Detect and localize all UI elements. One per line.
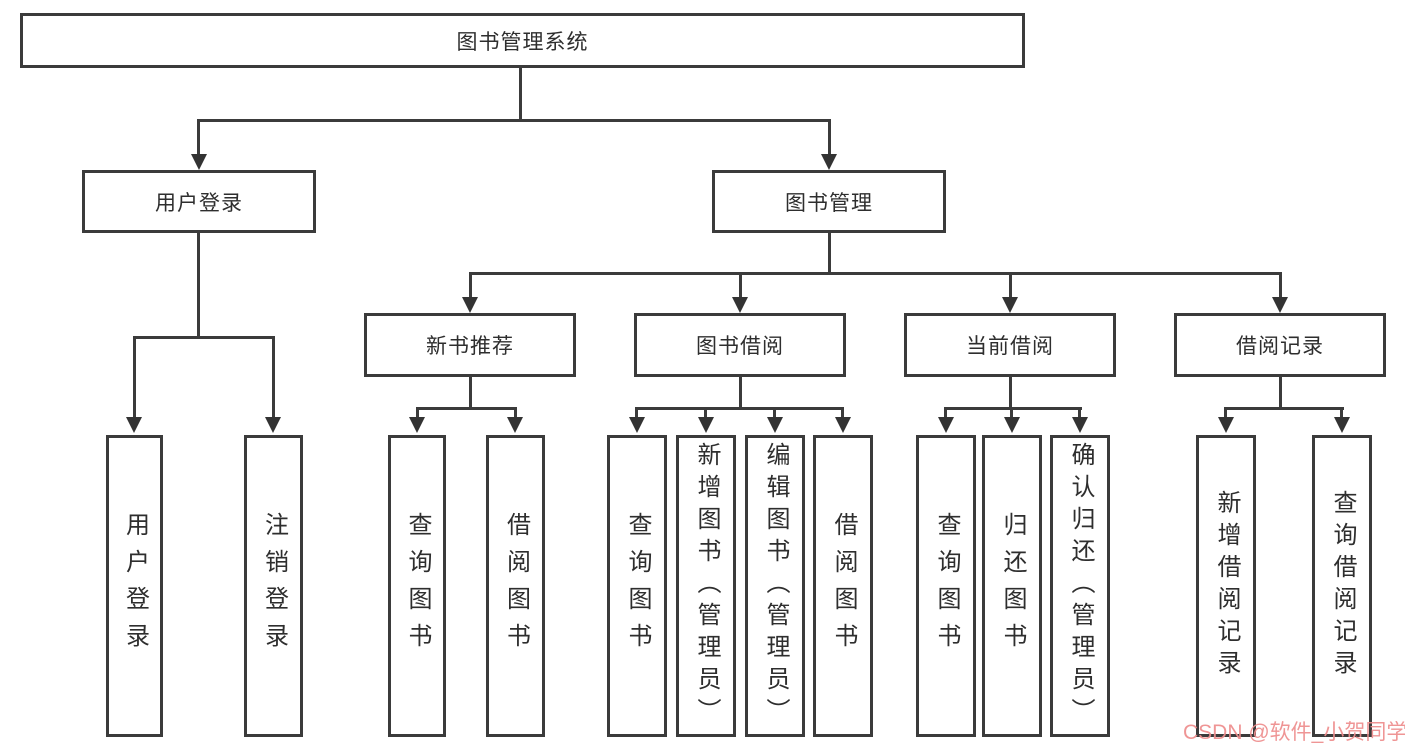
connector-shaft-query-books-recommend: [416, 407, 419, 418]
leaf-return-books: 归还图书: [982, 435, 1042, 737]
leaf-query-books-borrow-label: 查询图书: [624, 512, 651, 660]
arrowhead-user-login: [191, 154, 207, 170]
connector-book-borrow-stem: [739, 377, 742, 410]
node-user-login: 用户登录: [82, 170, 316, 233]
leaf-query-books-recommend: 查询图书: [388, 435, 446, 737]
arrowhead-add-borrow-record: [1218, 417, 1234, 433]
arrowhead-confirm-return-admin: [1072, 417, 1088, 433]
connector-book-management-stem: [828, 233, 831, 275]
node-root: 图书管理系统: [20, 13, 1025, 68]
leaf-logout: 注销登录: [244, 435, 303, 737]
leaf-edit-book-admin: 编辑图书（管理员）: [745, 435, 805, 737]
arrowhead-new-book-recommend: [462, 297, 478, 313]
connector-shaft-add-book-admin: [704, 407, 707, 418]
arrowhead-leaf-logout: [265, 417, 281, 433]
leaf-edit-book-admin-label: 编辑图书（管理员）: [762, 442, 789, 730]
arrowhead-current-borrow: [1002, 297, 1018, 313]
leaf-query-books-recommend-label: 查询图书: [404, 512, 431, 660]
connector-shaft-query-borrow-record: [1340, 407, 1343, 418]
connector-shaft-edit-book-admin: [773, 407, 776, 418]
connector-root-stem: [519, 68, 522, 120]
node-book-borrow-label: 图书借阅: [696, 335, 784, 358]
connector-shaft-borrow-books-borrow: [841, 407, 844, 418]
connector-shaft-borrow-records: [1279, 272, 1282, 298]
node-book-management-label: 图书管理: [785, 191, 873, 215]
arrowhead-edit-book-admin: [767, 417, 783, 433]
connector-current-borrow-stem: [1009, 377, 1012, 410]
arrowhead-borrow-records: [1272, 297, 1288, 313]
node-user-login-label: 用户登录: [155, 191, 243, 215]
arrowhead-return-books: [1004, 417, 1020, 433]
arrowhead-query-books-recommend: [409, 417, 425, 433]
leaf-query-books-current: 查询图书: [916, 435, 976, 737]
node-current-borrow: 当前借阅: [904, 313, 1116, 377]
arrowhead-query-books-borrow: [629, 417, 645, 433]
arrowhead-leaf-user-login: [126, 417, 142, 433]
arrowhead-query-books-current: [938, 417, 954, 433]
leaf-user-login-label: 用户登录: [121, 512, 149, 660]
leaf-confirm-return-admin-label: 确认归还（管理员）: [1067, 442, 1094, 730]
connector-user-login-bar: [133, 336, 275, 339]
connector-shaft-leaf-user-login: [133, 336, 136, 418]
leaf-query-borrow-record-label: 查询借阅记录: [1329, 490, 1356, 682]
connector-shaft-book-borrow: [739, 272, 742, 298]
connector-borrow-records-bar: [1224, 407, 1344, 410]
node-borrow-records-label: 借阅记录: [1236, 335, 1324, 358]
watermark: CSDN @软件_小贺同学: [1183, 721, 1405, 744]
connector-borrow-records-stem: [1279, 377, 1282, 410]
node-new-book-recommend: 新书推荐: [364, 313, 576, 377]
arrowhead-add-book-admin: [698, 417, 714, 433]
connector-new-book-recommend-stem: [469, 377, 472, 410]
arrowhead-query-borrow-record: [1334, 417, 1350, 433]
connector-root-bar: [197, 119, 831, 122]
connector-shaft-leaf-logout: [272, 336, 275, 418]
leaf-borrow-books-recommend-label: 借阅图书: [502, 512, 530, 660]
leaf-borrow-books-recommend: 借阅图书: [486, 435, 545, 737]
leaf-confirm-return-admin: 确认归还（管理员）: [1050, 435, 1110, 737]
connector-shaft-current-borrow: [1009, 272, 1012, 298]
leaf-query-books-current-label: 查询图书: [933, 512, 960, 660]
leaf-add-borrow-record: 新增借阅记录: [1196, 435, 1256, 737]
connector-user-login-stem: [197, 233, 200, 336]
connector-current-borrow-bar: [944, 407, 1082, 410]
leaf-add-book-admin: 新增图书（管理员）: [676, 435, 736, 737]
connector-shaft-user-login: [197, 119, 200, 155]
leaf-query-borrow-record: 查询借阅记录: [1312, 435, 1372, 737]
leaf-borrow-books-borrow-label: 借阅图书: [830, 512, 857, 660]
connector-new-book-recommend-bar: [416, 407, 517, 410]
leaf-add-borrow-record-label: 新增借阅记录: [1213, 490, 1240, 682]
leaf-user-login: 用户登录: [106, 435, 163, 737]
connector-shaft-add-borrow-record: [1224, 407, 1227, 418]
leaf-borrow-books-borrow: 借阅图书: [813, 435, 873, 737]
arrowhead-borrow-books-recommend: [507, 417, 523, 433]
node-book-management: 图书管理: [712, 170, 946, 233]
connector-shaft-query-books-current: [944, 407, 947, 418]
leaf-logout-label: 注销登录: [260, 512, 288, 660]
connector-book-borrow-bar: [635, 407, 844, 410]
node-borrow-records: 借阅记录: [1174, 313, 1386, 377]
connector-shaft-query-books-borrow: [635, 407, 638, 418]
arrowhead-borrow-books-borrow: [835, 417, 851, 433]
arrowhead-book-management: [821, 154, 837, 170]
node-new-book-recommend-label: 新书推荐: [426, 335, 514, 358]
leaf-add-book-admin-label: 新增图书（管理员）: [693, 442, 720, 730]
leaf-query-books-borrow: 查询图书: [607, 435, 667, 737]
node-book-borrow: 图书借阅: [634, 313, 846, 377]
connector-shaft-confirm-return-admin: [1078, 407, 1081, 418]
connector-shaft-borrow-books-recommend: [514, 407, 517, 418]
arrowhead-book-borrow: [732, 297, 748, 313]
node-root-label: 图书管理系统: [456, 30, 589, 54]
leaf-return-books-label: 归还图书: [999, 512, 1026, 660]
connector-book-management-bar: [469, 272, 1281, 275]
connector-shaft-book-management: [828, 119, 831, 155]
connector-shaft-new-book-recommend: [469, 272, 472, 298]
node-current-borrow-label: 当前借阅: [966, 335, 1054, 358]
connector-shaft-return-books: [1010, 407, 1013, 418]
